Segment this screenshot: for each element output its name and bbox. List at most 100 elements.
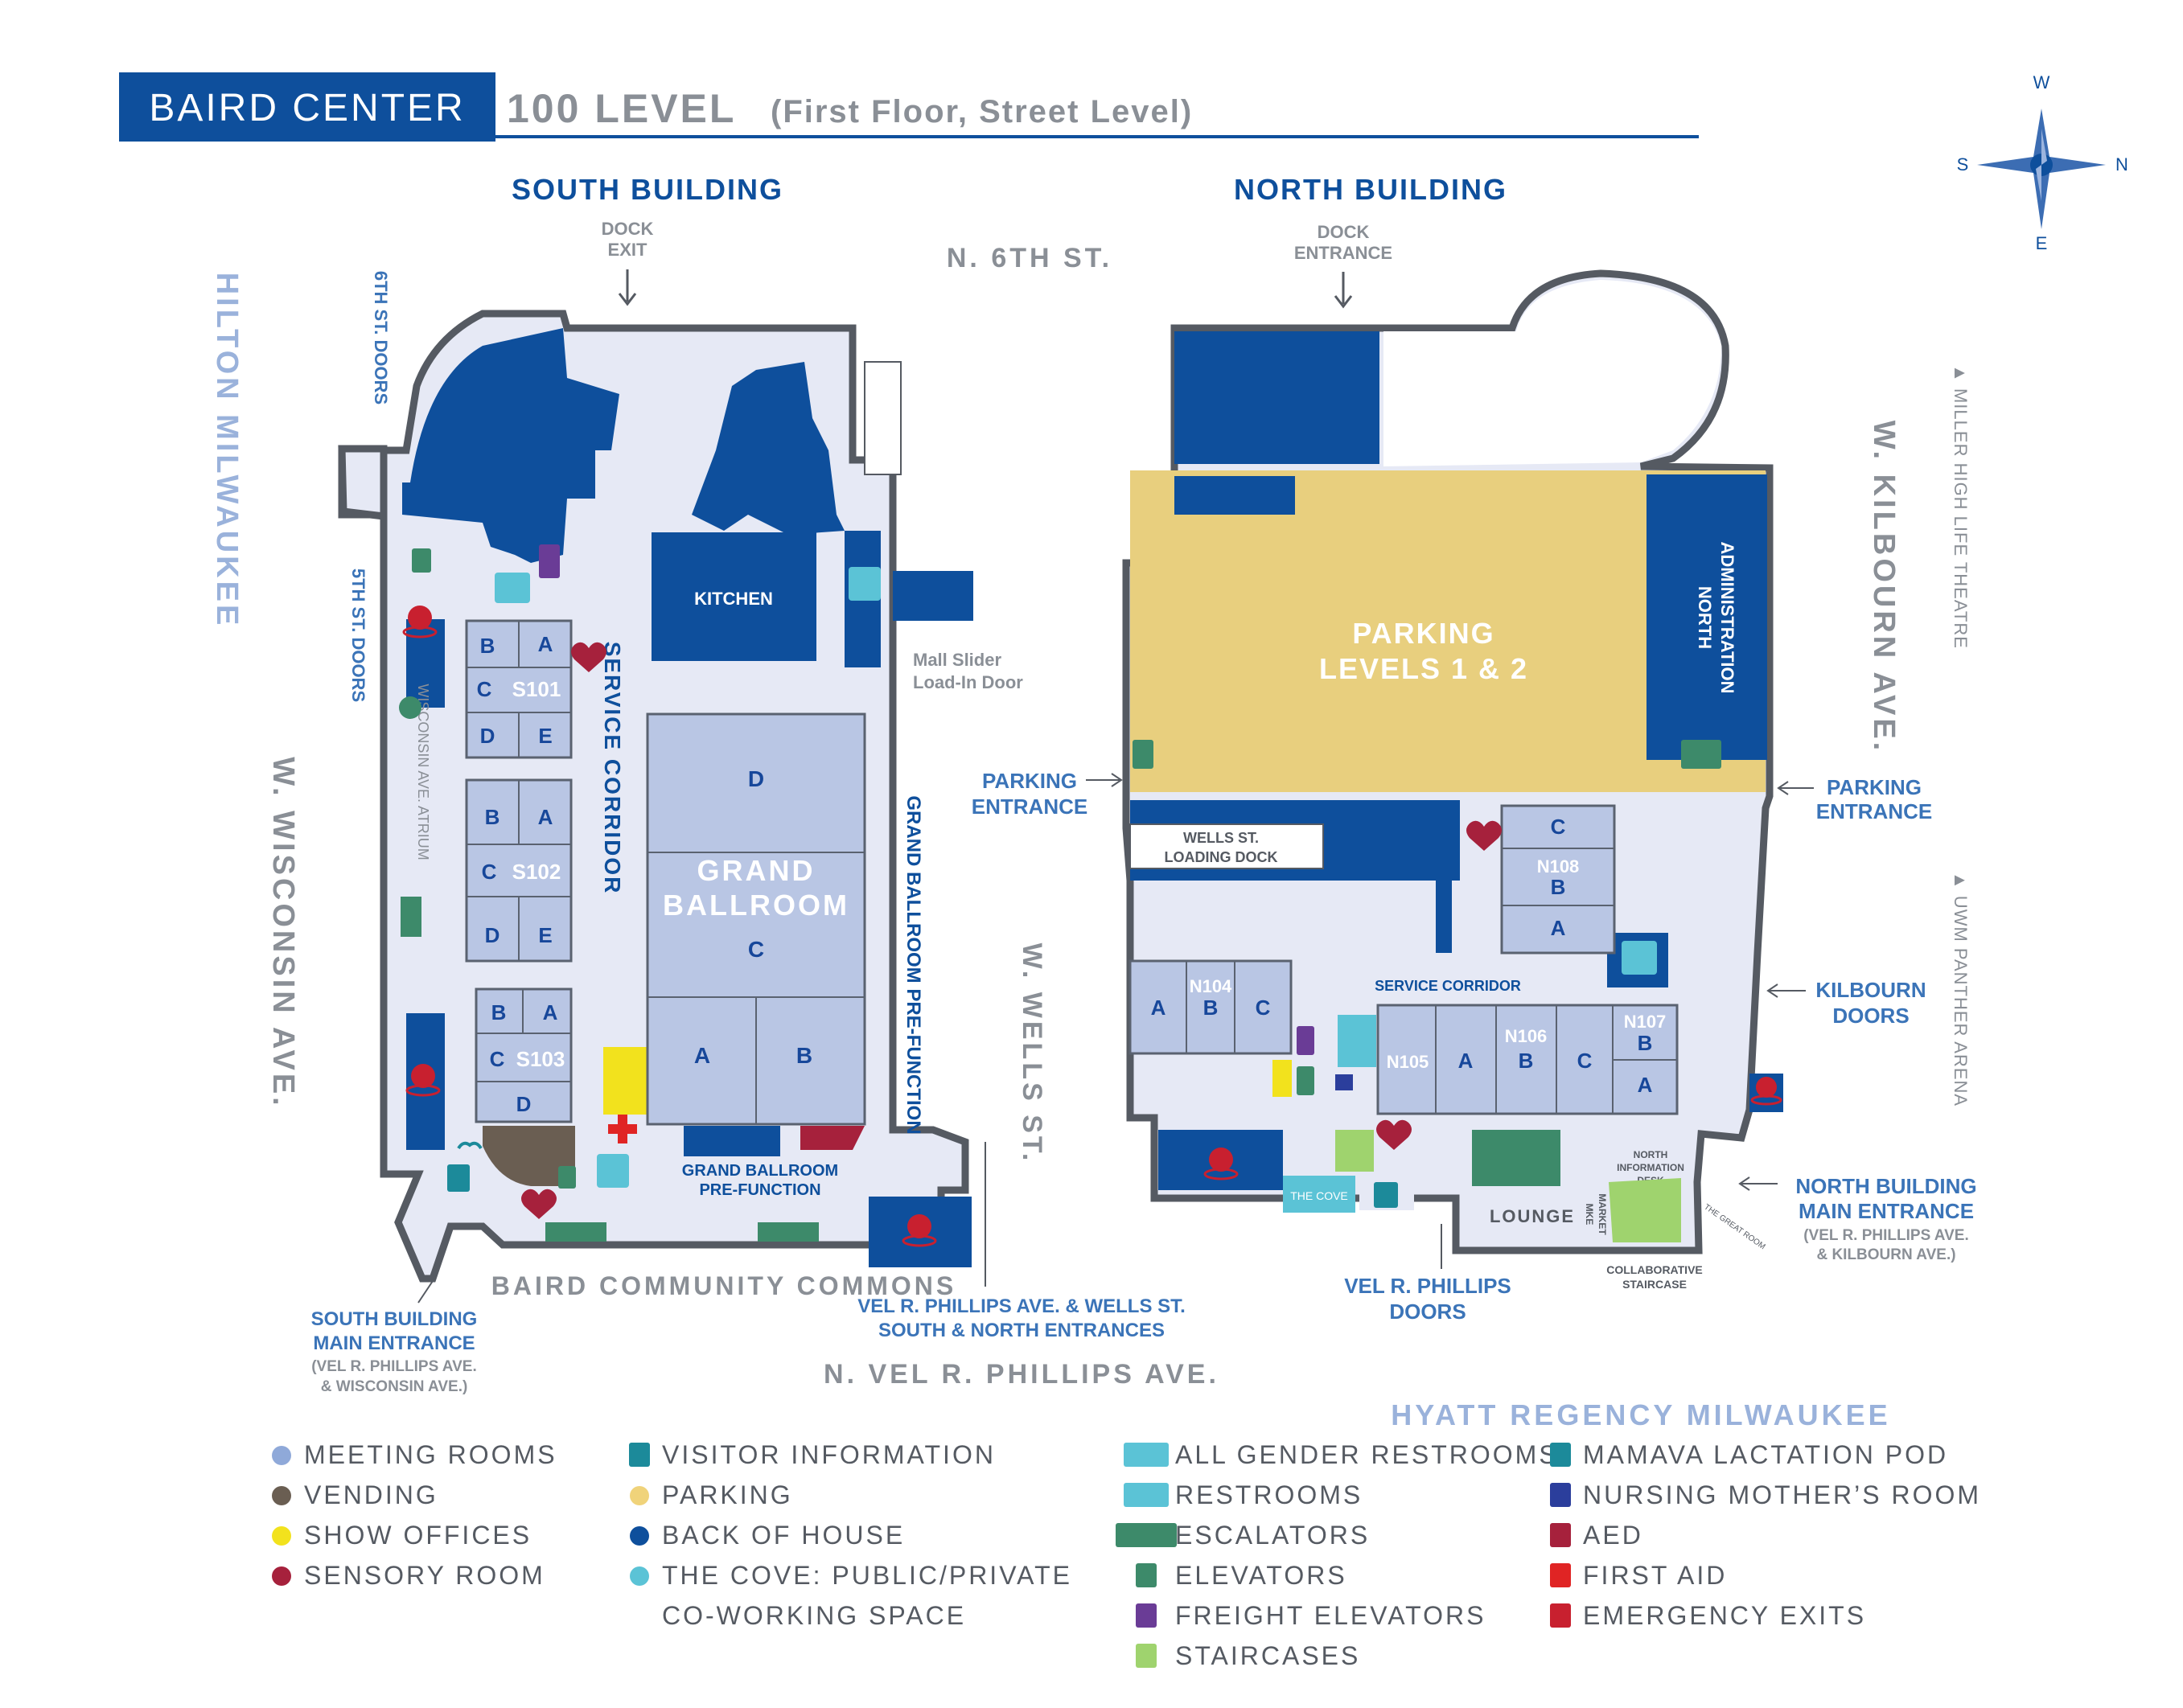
escalator-icon [1116,1523,1177,1547]
visit-mke-icon [447,1164,470,1192]
wells-loading-dock [1129,823,1324,869]
kilbourn-doors-arrow [1766,983,1806,998]
lounge-label: LOUNGE [1490,1206,1575,1226]
parking-entrance-left-1: PARKING [982,769,1077,793]
prefunction-line2: PRE-FUNCTION [699,1181,820,1199]
north-back-of-house-nw2 [1174,476,1295,515]
legend-dot-icon [272,1526,291,1546]
meeting-room-s103[interactable] [475,987,573,1123]
north-administration [1646,474,1767,760]
elevator-icon [412,548,431,573]
n104-name: N104 [1190,976,1232,996]
show-office-2 [603,1081,648,1115]
south-back-of-house-s2 [746,1126,775,1156]
dock-entrance-line2: ENTRANCE [1294,243,1392,263]
compass-n: N [2115,154,2128,174]
aed-icon [1550,1523,1571,1547]
compass-e: E [2036,233,2048,253]
parking-entrance-left-2: ENTRANCE [972,794,1087,819]
aed-icon [521,1189,557,1219]
freight-elevator-icon [1297,1026,1314,1055]
ballroom-title-2: BALLROOM [663,889,849,922]
parking-entrance-right-2: ENTRANCE [1816,799,1932,823]
parking-entrance-right-arrow [1777,781,1814,795]
ballroom-d: D [748,766,764,791]
nursing-icon [1550,1483,1571,1507]
n108-c: C [1551,815,1566,839]
vel-doors-line1: VEL R. PHILLIPS [1344,1274,1511,1298]
header-brand: BAIRD CENTER [149,87,465,129]
miller-high-life-theatre: ▲ MILLER HIGH LIFE THEATRE [1951,364,1971,649]
north-back-of-house-nw [1174,331,1379,464]
freight-elevator-icon [1136,1603,1157,1628]
south-main-entrance-line1: SOUTH BUILDING [311,1308,478,1330]
the-cove-label: THE COVE [1290,1189,1348,1202]
emergency-exit-icon [1203,1148,1239,1180]
legend-dot-icon [272,1486,291,1505]
mall-slider-line1: Mall Slider [913,650,1001,670]
legend-label: MAMAVA LACTATION POD [1583,1440,1948,1469]
vel-entrances-line2: SOUTH & NORTH ENTRANCES [878,1320,1165,1341]
mamava-icon [457,1141,483,1150]
sensory-room [800,1126,865,1150]
legend-label: NURSING MOTHER’S ROOM [1583,1480,1981,1509]
south-building-title: SOUTH BUILDING [512,173,783,206]
south-back-of-house-n [692,362,845,535]
first-aid-icon [1550,1563,1571,1587]
visit-mke-icon [1374,1182,1398,1208]
vending-area [483,1126,575,1186]
restroom-icon [1345,1047,1367,1066]
legend-dot-icon [630,1526,649,1546]
emergency-exit-icon [402,606,438,638]
south-back-of-house-e2 [893,571,973,621]
meeting-room-s102[interactable] [465,778,573,963]
mall-slider-bay [864,361,902,475]
elevator-icon [1681,740,1721,769]
kilbourn-doors-line2: DOORS [1832,1004,1909,1028]
elevator-icon [1136,1563,1157,1587]
parking-line1: PARKING [1352,617,1494,650]
south-main-entrance-line4: & WISCONSIN AVE.) [321,1378,468,1395]
the-cove[interactable] [1283,1176,1355,1213]
meeting-room-n104[interactable] [1128,959,1293,1055]
s102-name: S102 [512,860,561,884]
legend-label: FIRST AID [1583,1561,1727,1590]
loading-dock-line1: WELLS ST. [1183,830,1259,846]
n104-b: B [1203,996,1219,1020]
s103-name: S103 [516,1047,565,1071]
mke-market-line2: MARKET [1597,1193,1608,1235]
sixth-st-doors: 6TH ST. DOORS [371,271,391,404]
service-corridor-south: SERVICE CORRIDOR [600,642,625,895]
n108-a: A [1551,916,1566,940]
north-main-entrance-line4: & KILBOURN AVE.) [1816,1246,1955,1263]
north-dock-area [1383,280,1721,466]
baird-community-commons: BAIRD COMMUNITY COMMONS [491,1271,957,1300]
n107-b: B [1638,1031,1653,1055]
s101-e: E [538,724,552,748]
escalator-icon [401,897,421,937]
n108-b: B [1551,875,1566,899]
grand-ballroom[interactable] [646,712,866,1126]
mke-market-line1: MKE [1584,1204,1595,1226]
legend-label: VISITOR INFORMATION [662,1440,996,1469]
street-kilbourn: W. KILBOURN AVE. [1867,421,1901,753]
meeting-room-s101[interactable] [465,619,573,759]
legend-label: SHOW OFFICES [304,1521,532,1550]
freight-elevator-icon [539,544,560,578]
s101-a: A [538,632,553,656]
legend-label: ESCALATORS [1175,1521,1370,1550]
n104-a: A [1151,996,1166,1020]
meeting-room-n108[interactable] [1500,804,1616,955]
legend-label: AED [1583,1521,1643,1550]
wisconsin-atrium: WISCONSIN AVE. ATRIUM [415,684,431,860]
dock-exit-line1: DOCK [602,219,654,239]
street-wells: W. WELLS ST. [1017,943,1047,1164]
fifth-st-doors: 5TH ST. DOORS [348,569,368,702]
s101-b: B [480,634,495,658]
elevator-icon [399,696,421,719]
meeting-room-n105-n107[interactable] [1376,1004,1679,1115]
escalator-icon [1472,1130,1560,1186]
street-6th: N. 6TH ST. [947,243,1112,273]
info-desk-line2: INFORMATION [1617,1162,1684,1173]
legend-dot-icon [630,1486,649,1505]
